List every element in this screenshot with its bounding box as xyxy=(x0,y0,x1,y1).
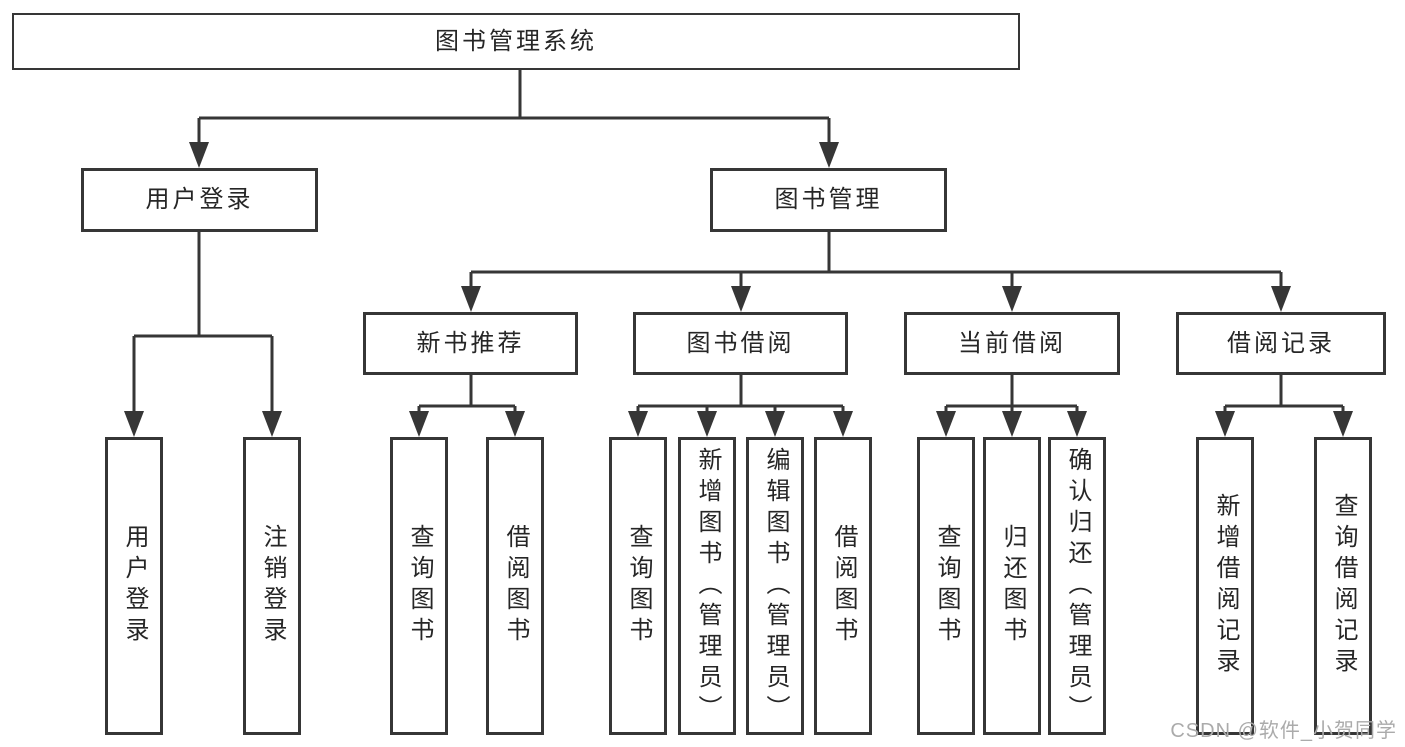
leaf-current-query-books: 查询图书 xyxy=(917,437,975,735)
node-root: 图书管理系统 xyxy=(12,13,1020,70)
leaf-edit-book-admin: 编辑图书（管理员） xyxy=(746,437,804,735)
node-new-book-recommend: 新书推荐 xyxy=(363,312,578,375)
leaf-return-book: 归还图书 xyxy=(983,437,1041,735)
leaf-recommend-borrow-books: 借阅图书 xyxy=(486,437,544,735)
leaf-add-borrow-record: 新增借阅记录 xyxy=(1196,437,1254,735)
leaf-confirm-return-admin: 确认归还（管理员） xyxy=(1048,437,1106,735)
leaf-recommend-query-books: 查询图书 xyxy=(390,437,448,735)
arrowheads xyxy=(124,142,1353,437)
node-current-borrow: 当前借阅 xyxy=(904,312,1120,375)
node-borrow-records: 借阅记录 xyxy=(1176,312,1386,375)
leaf-add-book-admin: 新增图书（管理员） xyxy=(678,437,736,735)
leaf-user-login: 用户登录 xyxy=(105,437,163,735)
leaf-logout: 注销登录 xyxy=(243,437,301,735)
node-book-borrow: 图书借阅 xyxy=(633,312,848,375)
leaf-query-borrow-record: 查询借阅记录 xyxy=(1314,437,1372,735)
leaf-borrow-books: 借阅图书 xyxy=(814,437,872,735)
leaf-borrow-query-books: 查询图书 xyxy=(609,437,667,735)
node-user-login: 用户登录 xyxy=(81,168,318,232)
node-book-management: 图书管理 xyxy=(710,168,947,232)
